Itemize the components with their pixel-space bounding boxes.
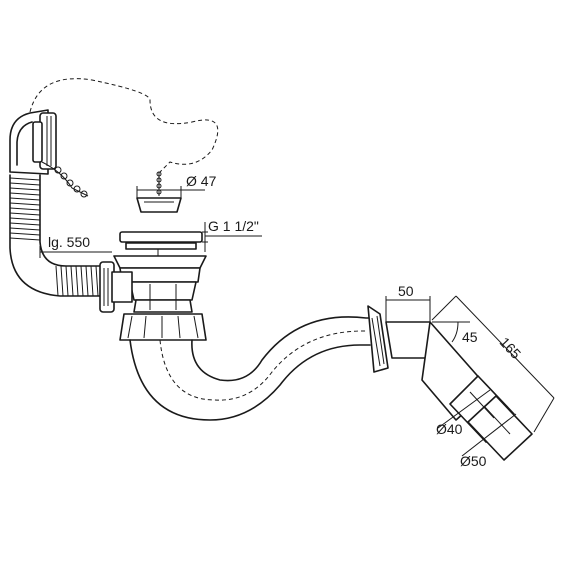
length-dimension — [431, 295, 555, 433]
hose-rib — [9, 227, 41, 231]
hose-rib — [9, 192, 41, 196]
overflow-head — [9, 109, 57, 175]
hose-rib — [70, 265, 74, 297]
hose-rib — [9, 212, 41, 216]
hose-rib — [9, 177, 41, 181]
overflow-hose — [9, 174, 103, 297]
thread-label: G 1 1/2" — [208, 218, 259, 234]
plug — [136, 186, 205, 213]
hose-length-dimension — [39, 246, 112, 258]
hose-rib — [9, 187, 41, 191]
hose-rib — [9, 237, 41, 241]
hose-rib — [9, 202, 41, 206]
hose-rib — [65, 265, 69, 297]
angled-outlet — [421, 321, 533, 461]
length-label: 165 — [497, 334, 525, 362]
hose-rib — [9, 197, 41, 201]
offset-label: 50 — [398, 283, 414, 299]
hose-rib — [9, 182, 41, 186]
hose-rib — [95, 265, 99, 297]
hose-rib — [9, 217, 41, 221]
hose-length-label: lg. 550 — [48, 234, 90, 250]
hose-rib — [9, 207, 41, 211]
trap-pipe — [129, 316, 371, 421]
plug-chain — [41, 161, 162, 198]
angle-dimension — [432, 321, 470, 343]
hose-rib — [75, 265, 79, 297]
hose-rib — [9, 222, 41, 226]
diameter-inner-label: Ø40 — [436, 421, 463, 437]
hose-rib — [85, 265, 89, 297]
plug-diameter-label: Ø 47 — [186, 173, 217, 189]
angle-label: 45 — [462, 329, 478, 345]
chain-dashed-path — [29, 78, 219, 173]
waste-body — [99, 255, 207, 313]
trap-nut — [119, 313, 207, 341]
hose-rib — [60, 265, 64, 297]
diameter-leaders — [437, 389, 517, 457]
outlet-connector — [367, 296, 439, 373]
hose-rib — [80, 265, 84, 297]
hose-rib — [9, 232, 41, 236]
hose-rib — [90, 265, 94, 297]
hose-rib — [55, 265, 59, 297]
diameter-outer-label: Ø50 — [460, 453, 487, 469]
drain-flange — [119, 222, 262, 258]
